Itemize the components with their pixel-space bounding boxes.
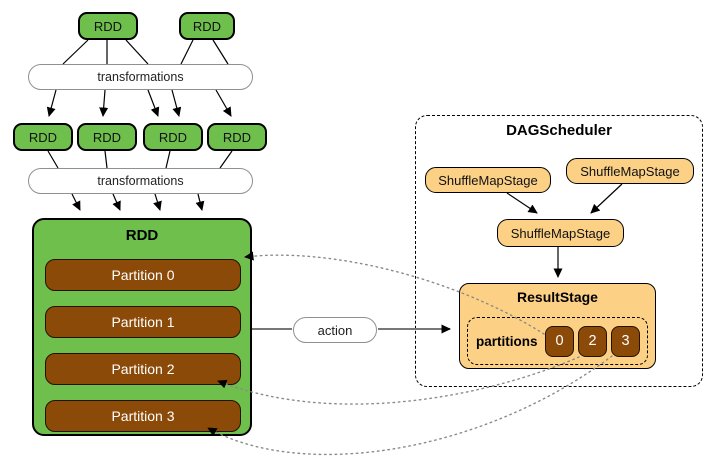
transformations-pill-1: transformations xyxy=(28,64,253,90)
main-rdd-box: RDD Partition 0 Partition 1 Partition 2 … xyxy=(32,218,252,436)
rdd-child-box-1: RDD xyxy=(13,123,73,151)
rdd-source-box-1: RDD xyxy=(78,12,138,40)
partition-box-1: Partition 1 xyxy=(45,306,241,338)
partition-box-0: Partition 0 xyxy=(45,259,241,291)
partition-id-squares: 0 2 3 xyxy=(545,325,640,357)
partition-box-2: Partition 2 xyxy=(45,353,241,385)
dagscheduler-title: DAGScheduler xyxy=(506,122,612,139)
flow-arrows-to-main-rdd xyxy=(71,193,205,211)
flow-lines-mid xyxy=(47,150,233,169)
flow-lines-top xyxy=(62,39,229,65)
partition-id-0: 0 xyxy=(545,325,574,357)
shufflemapstage-box-3: ShuffleMapStage xyxy=(497,219,624,247)
rdd-child-box-3: RDD xyxy=(143,123,203,151)
action-pill: action xyxy=(293,317,377,343)
resultstage-box: ResultStage partitions 0 2 3 xyxy=(459,283,656,369)
shufflemapstage-box-2: ShuffleMapStage xyxy=(566,158,694,184)
rdd-child-box-2: RDD xyxy=(77,123,137,151)
partitions-label: partitions xyxy=(476,333,538,349)
transformations-pill-2: transformations xyxy=(28,168,253,194)
rdd-source-box-2: RDD xyxy=(179,12,235,40)
main-rdd-title: RDD xyxy=(125,227,159,244)
shufflemapstage-box-1: ShuffleMapStage xyxy=(425,167,551,193)
resultstage-title: ResultStage xyxy=(517,289,598,305)
partition-id-3: 3 xyxy=(611,325,640,357)
rdd-child-box-4: RDD xyxy=(207,123,267,151)
flow-arrows-to-child-rdds xyxy=(46,89,232,117)
partitions-group-box: partitions 0 2 3 xyxy=(467,317,648,365)
partition-box-3: Partition 3 xyxy=(45,400,241,432)
partition-id-2: 2 xyxy=(578,325,607,357)
